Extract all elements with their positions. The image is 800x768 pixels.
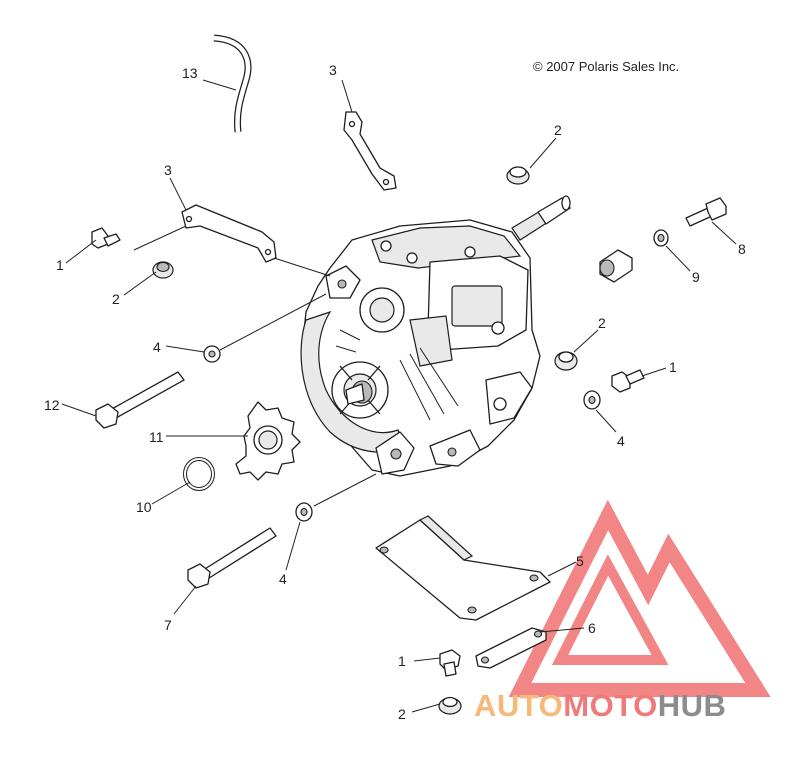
svg-text:AUTOMOTOHUB: AUTOMOTOHUB xyxy=(474,688,726,723)
flange-nut-part-2-left xyxy=(152,261,174,279)
flange-bolt-part-1-bottom xyxy=(439,649,461,677)
flange-nut-part-2-bottom xyxy=(438,696,462,715)
bracket-part-3-left xyxy=(181,204,277,263)
callout-13: 13 xyxy=(182,65,198,81)
callout-1-left: 1 xyxy=(56,257,64,273)
callout-labels: 13 3 2 3 1 2 8 9 4 2 1 12 11 4 10 5 4 7 … xyxy=(44,62,746,722)
watermark-word-auto: AUTO xyxy=(474,688,563,723)
spacer-sleeve xyxy=(599,249,633,283)
flange-nut-part-2-right xyxy=(554,351,578,371)
washer-part-4-left xyxy=(203,345,221,363)
callout-4-bottom: 4 xyxy=(279,571,287,587)
callout-9: 9 xyxy=(692,269,700,285)
callout-2-bottom: 2 xyxy=(398,706,406,722)
callout-12: 12 xyxy=(44,397,60,413)
long-bolt-part-12 xyxy=(95,371,185,429)
washer-part-9 xyxy=(653,229,669,247)
flange-bolt-part-1-right xyxy=(611,369,645,393)
callout-8: 8 xyxy=(738,241,746,257)
callout-1-bottom: 1 xyxy=(398,653,406,669)
callout-6: 6 xyxy=(588,620,596,636)
bolt-part-8 xyxy=(685,197,727,227)
watermark-word-hub: HUB xyxy=(658,688,727,723)
retaining-ring-part-10 xyxy=(183,457,215,491)
callout-5: 5 xyxy=(576,553,584,569)
callout-4-left: 4 xyxy=(153,339,161,355)
bracket-part-3-top xyxy=(343,111,397,191)
watermark-brand: AUTOMOTOHUB xyxy=(474,688,726,723)
callout-3-top: 3 xyxy=(329,62,337,78)
callout-4-right: 4 xyxy=(617,433,625,449)
callout-10: 10 xyxy=(136,499,152,515)
copyright-notice: © 2007 Polaris Sales Inc. xyxy=(533,59,680,74)
long-bolt-part-7 xyxy=(187,527,277,589)
watermark-logo-triangle xyxy=(508,499,771,697)
flange-bolt-part-1-left xyxy=(91,227,121,249)
sprocket-part-11 xyxy=(235,401,301,481)
callout-7: 7 xyxy=(164,617,172,633)
flange-nut-part-2-top xyxy=(506,166,530,185)
callout-2-right: 2 xyxy=(598,315,606,331)
callout-1-right: 1 xyxy=(669,359,677,375)
callout-2-top: 2 xyxy=(554,122,562,138)
callout-2-left: 2 xyxy=(112,291,120,307)
washer-part-4-bottom xyxy=(295,502,313,522)
plate-part-6 xyxy=(475,627,547,669)
leader-lines xyxy=(61,79,737,713)
watermark-word-moto: MOTO xyxy=(563,688,657,723)
washer-part-4-right xyxy=(583,390,601,410)
transmission-assembly xyxy=(300,195,571,477)
callout-3-left: 3 xyxy=(164,162,172,178)
hose-part-13 xyxy=(213,34,252,133)
mount-bracket-part-5 xyxy=(375,515,551,621)
callout-11: 11 xyxy=(149,429,164,445)
